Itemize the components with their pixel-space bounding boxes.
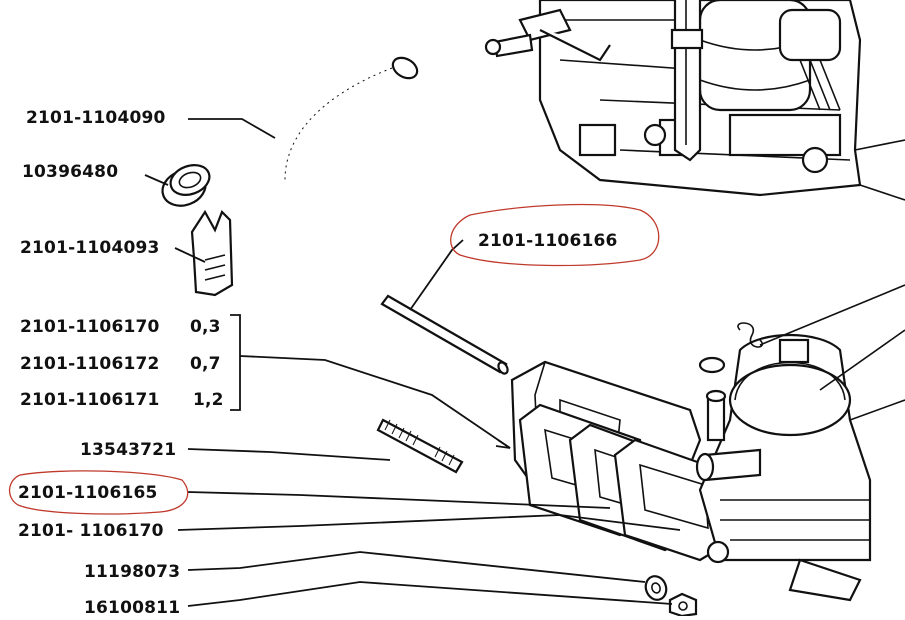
hose-clip-drawing xyxy=(190,209,234,297)
pushrod-drawing xyxy=(380,294,509,375)
label-gasket-07-thickness: 0,7 xyxy=(190,354,221,374)
label-gasket-12-thickness: 1,2 xyxy=(193,390,224,410)
leader-lines xyxy=(144,118,681,607)
label-gasket-07-code: 2101-1106172 xyxy=(20,354,160,374)
label-gasket-03-code: 2101-1106170 xyxy=(20,317,160,337)
highlight-marks xyxy=(8,203,660,515)
label-gasket-12-code: 2101-1106171 xyxy=(20,390,160,410)
label-washer: 11198073 xyxy=(84,562,181,582)
nut-drawing xyxy=(668,592,698,618)
label-spacer: 2101-1106165 xyxy=(18,483,158,503)
washer-drawing xyxy=(644,575,668,601)
hose-ring-drawing xyxy=(161,164,211,207)
fuel-hose-drawing xyxy=(259,47,726,374)
label-nut: 16100811 xyxy=(84,598,181,618)
label-gasket-lower: 2101- 1106170 xyxy=(18,521,164,541)
label-rod: 2101-1106166 xyxy=(478,231,618,251)
label-ring: 10396480 xyxy=(22,162,119,182)
label-gasket-03-thickness: 0,3 xyxy=(190,317,221,337)
label-clip: 2101-1104093 xyxy=(20,238,160,258)
fuel-pump-drawing xyxy=(510,284,905,602)
carburetor-drawing xyxy=(484,0,905,201)
stud-drawing xyxy=(376,418,464,474)
label-stud: 13543721 xyxy=(80,440,177,460)
label-hose: 2101-1104090 xyxy=(26,108,166,128)
